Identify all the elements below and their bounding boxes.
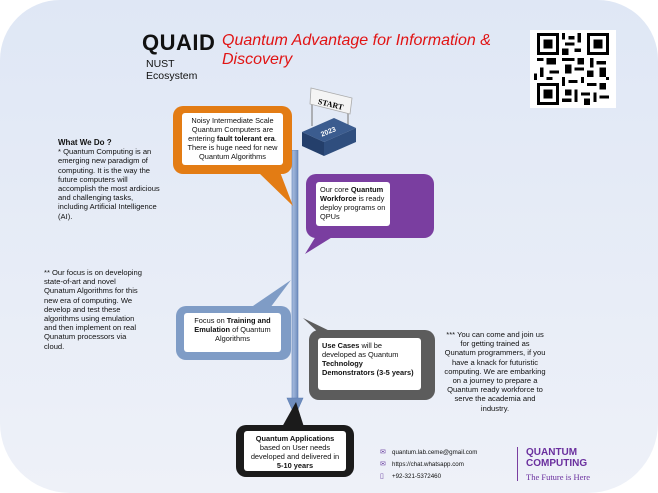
focus-text: ** Our focus is on developing state-of-a…: [44, 268, 142, 351]
applications-bubble: Quantum Applications based on User needs…: [236, 425, 354, 477]
org-label: NUST Ecosystem: [146, 58, 198, 82]
training-bubble: Focus on Training and Emulation of Quant…: [176, 306, 291, 360]
mail-icon: ✉: [380, 461, 386, 468]
tagline: Quantum Advantage for Information & Disc…: [222, 32, 491, 68]
start-sign-icon: START 2023: [302, 87, 356, 156]
contact-phone[interactable]: ▯+92-321-5372460: [380, 471, 477, 483]
qr-code-icon[interactable]: [530, 30, 616, 108]
use-cases-bubble: Use Cases will be developed as Quantum T…: [309, 330, 435, 400]
workforce-bubble: Our core Quantum Workforce is ready depl…: [306, 174, 434, 238]
nisq-bubble: Noisy Intermediate Scale Quantum Compute…: [173, 106, 292, 174]
contact-email[interactable]: ✉quantum.lab.ceme@gmail.com: [380, 447, 477, 459]
join-text: *** You can come and join us for getting…: [444, 330, 546, 413]
contacts: ✉quantum.lab.ceme@gmail.com ✉https://cha…: [380, 447, 477, 483]
quantum-computing-brand: QUANTUM COMPUTING The Future is Here: [517, 447, 591, 482]
phone-icon: ▯: [380, 473, 384, 480]
quaid-logo: QUAID: [142, 30, 216, 55]
what-we-do-text: What We Do ? * Quantum Computing is an e…: [58, 138, 160, 221]
link-icon: ✉: [380, 449, 386, 456]
contact-whatsapp[interactable]: ✉https://chat.whatsapp.com: [380, 459, 477, 471]
